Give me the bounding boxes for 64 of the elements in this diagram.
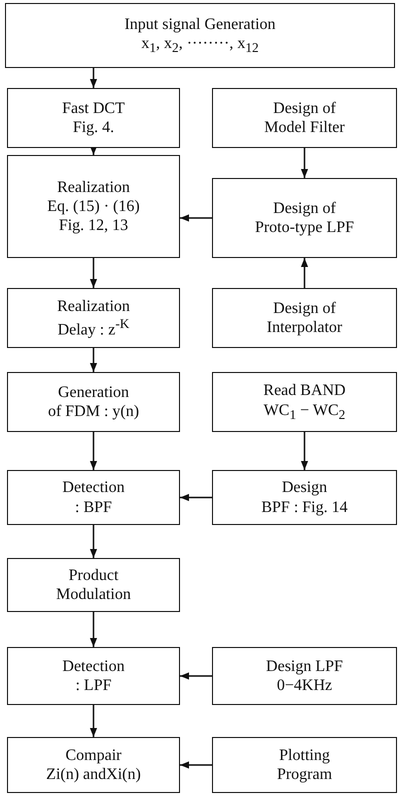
- box-text: Read BAND: [263, 381, 346, 400]
- box-text: Input signal Generation: [124, 14, 276, 34]
- process-box: [7, 288, 180, 348]
- box-text: Fig. 4.: [72, 118, 114, 138]
- box-text: Proto-type LPF: [254, 218, 354, 238]
- arrow: [180, 214, 212, 222]
- box-text: : LPF: [75, 676, 112, 696]
- box-text: : BPF: [75, 498, 112, 517]
- box-text: Plotting: [279, 746, 330, 765]
- box-text: Design of: [273, 298, 336, 318]
- box-text: Design: [282, 478, 328, 498]
- arrow: [90, 348, 98, 372]
- process-box: [7, 558, 180, 612]
- process-box: [5, 3, 395, 68]
- process-box: [212, 372, 397, 432]
- arrow: [90, 258, 98, 288]
- box-text: Fast DCT: [62, 98, 125, 118]
- box-text: Interpolator: [266, 318, 342, 338]
- process-box: [7, 470, 180, 525]
- arrow: [300, 258, 308, 288]
- process-box: [212, 737, 397, 793]
- box-text: 0−4KHz: [276, 676, 332, 696]
- box-text: Zi(n) andXi(n): [46, 765, 141, 784]
- box-text: Fig. 12, 13: [58, 216, 128, 236]
- box-text: WC$_{1}$ − WC$_{2}$: [264, 400, 346, 423]
- box-text: BPF : Fig. 14: [261, 498, 348, 517]
- box-text: Compair: [66, 746, 122, 765]
- box-text: of FDM : y(n): [48, 402, 140, 422]
- box-text: Realization: [57, 178, 130, 197]
- arrow: [90, 612, 98, 647]
- process-box: [7, 155, 180, 258]
- process-box: [212, 178, 397, 258]
- box-text: Modulation: [56, 585, 131, 604]
- box-text: Delay : z$^{-K}$: [58, 316, 130, 340]
- box-text: Eq. (15) · (16): [47, 196, 140, 216]
- arrow: [90, 525, 98, 558]
- process-box: [7, 737, 180, 793]
- box-text: Realization: [57, 296, 130, 316]
- box-text: Model Filter: [264, 118, 345, 138]
- box-text: Design of: [273, 98, 336, 118]
- process-box: [7, 88, 180, 148]
- arrow: [300, 148, 308, 178]
- box-text: Detection: [62, 656, 125, 676]
- box-text: Design LPF: [266, 656, 343, 676]
- process-box: [212, 647, 397, 705]
- process-box: [7, 647, 180, 705]
- arrow: [90, 146, 98, 155]
- box-text: Generation: [58, 382, 130, 402]
- box-text: Program: [276, 765, 332, 784]
- process-box: [7, 372, 180, 432]
- box-text: Detection: [62, 478, 125, 498]
- process-box: [212, 88, 397, 148]
- arrow: [180, 494, 212, 502]
- arrow: [300, 432, 308, 470]
- arrow: [90, 432, 98, 470]
- box-text: x$_{1}$, x$_{2}$, ········, x$_{12}$: [141, 34, 259, 56]
- arrow: [180, 672, 212, 680]
- box-text: Product: [68, 566, 118, 585]
- process-box: [212, 288, 397, 348]
- box-text: Design of: [273, 198, 336, 218]
- process-box: [212, 470, 397, 525]
- arrow: [90, 68, 98, 88]
- arrow: [180, 761, 212, 769]
- arrow: [90, 705, 98, 737]
